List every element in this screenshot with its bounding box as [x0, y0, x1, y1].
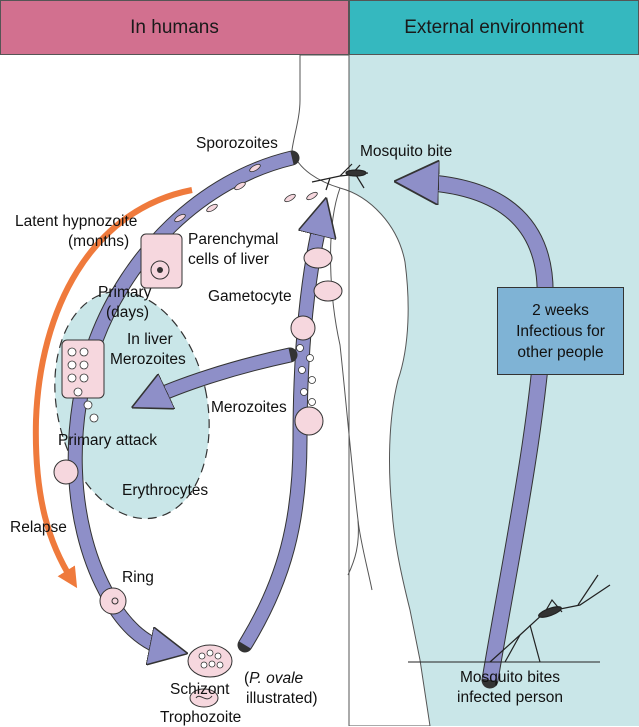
merozoite-dot — [80, 361, 88, 369]
erythrocyte — [291, 316, 315, 340]
merozoite-dot — [301, 389, 308, 396]
merozoite-dot — [215, 653, 221, 659]
merozoite-dot — [299, 367, 306, 374]
label-mosquito-bites: Mosquito bites — [430, 668, 590, 687]
label-infected-person: infected person — [430, 688, 590, 707]
label-relapse: Relapse — [10, 518, 67, 537]
label-latent-hypnozoite: Latent hypnozoite — [15, 212, 137, 231]
label-merozoites-liver: Merozoites — [110, 350, 186, 369]
infectious-period-line3: other people — [517, 342, 603, 363]
label-gametocyte: Gametocyte — [208, 287, 292, 306]
merozoite-dot — [217, 662, 223, 668]
label-primary-attack: Primary attack — [58, 431, 157, 450]
merozoite-dot — [307, 355, 314, 362]
sporozoite — [284, 193, 297, 203]
label-in-liver: In liver — [127, 330, 173, 349]
header-external-environment-label: External environment — [404, 17, 584, 39]
merozoite-dot — [80, 348, 88, 356]
header-in-humans: In humans — [0, 0, 349, 55]
merozoite-dot — [68, 348, 76, 356]
merozoite-dot — [74, 388, 82, 396]
label-illustrated: illustrated) — [246, 689, 318, 708]
label-days: (days) — [106, 303, 149, 322]
label-months: (months) — [68, 232, 129, 251]
label-trophozoite: Trophozoite — [160, 708, 241, 727]
label-mosquito-bite: Mosquito bite — [360, 142, 452, 161]
erythrocyte — [54, 460, 78, 484]
header-external-environment: External environment — [349, 0, 639, 55]
label-schizont: Schizont — [170, 680, 229, 699]
infected-erythrocyte — [295, 407, 323, 435]
gametocyte-cell — [314, 281, 342, 301]
ring-stage-cell — [100, 588, 126, 614]
label-sporozoites: Sporozoites — [196, 134, 278, 153]
infectious-period-line2: Infectious for — [516, 321, 605, 342]
gametocyte-cell — [304, 248, 332, 268]
merozoite-dot — [201, 662, 207, 668]
label-merozoites-blood: Merozoites — [211, 398, 287, 417]
label-p-ovale: (P. ovale — [244, 669, 303, 688]
infectious-period-line1: 2 weeks — [532, 300, 589, 321]
merozoite-dot — [90, 414, 98, 422]
merozoite-dot — [309, 377, 316, 384]
label-parenchymal: Parenchymal — [188, 230, 278, 249]
label-ring: Ring — [122, 568, 154, 587]
infectious-period-box: 2 weeks Infectious for other people — [497, 287, 624, 375]
merozoite-dot — [309, 399, 316, 406]
sporozoite — [306, 191, 319, 201]
label-cells-of-liver: cells of liver — [188, 250, 269, 269]
merozoite-dot — [207, 650, 213, 656]
merozoite-dot — [84, 401, 92, 409]
hypnozoite-core — [157, 267, 163, 273]
merozoite-dot — [209, 661, 215, 667]
merozoite-dot — [297, 345, 304, 352]
label-primary: Primary — [98, 283, 151, 302]
merozoite-dot — [199, 653, 205, 659]
label-p-ovale-species: P. ovale — [249, 670, 303, 687]
header-in-humans-label: In humans — [130, 17, 219, 39]
merozoite-dot — [68, 374, 76, 382]
label-erythrocytes: Erythrocytes — [122, 481, 208, 500]
merozoite-dot — [80, 374, 88, 382]
merozoite-dot — [68, 361, 76, 369]
